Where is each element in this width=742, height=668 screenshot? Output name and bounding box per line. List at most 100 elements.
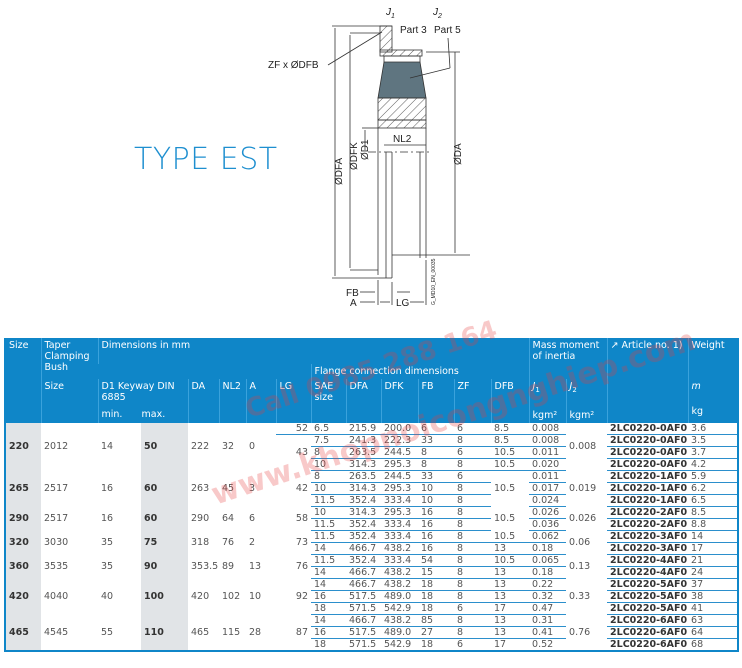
da-label: ØDA [453, 143, 464, 165]
cell-j2: 0.76 [569, 626, 591, 638]
cell-nl2: 45 [222, 482, 235, 494]
cell-weight: 8.5 [688, 506, 739, 519]
cell-fb: 18 [418, 602, 454, 615]
cell-sae: 18 [311, 602, 346, 615]
coupling-drawing: J1 J2 Part 3 Part 5 ZF x ØDFB NL2 ØDFA Ø… [268, 7, 470, 309]
cell-fb: 18 [418, 578, 454, 591]
cell-d1-min: 35 [101, 536, 114, 548]
cell-j1: 0.036 [529, 518, 567, 531]
cell-j1: 0.011 [529, 470, 567, 483]
d1-min: min. [101, 409, 123, 420]
cell-da: 318 [191, 536, 210, 548]
cell-j1: 0.47 [529, 602, 567, 615]
cell-j1: 0.22 [529, 578, 567, 591]
dfk-label: ØDFK [349, 142, 360, 170]
col-da: DA [187, 379, 219, 423]
cell-dfk: 333.4 [381, 530, 418, 543]
cell-d1-min: 16 [101, 512, 114, 524]
cell-j1: 0.065 [529, 554, 567, 567]
cell-j2: 0.008 [569, 441, 597, 453]
cell-zf: 8 [454, 458, 491, 471]
cell-sae: 11.5 [311, 554, 346, 567]
cell-zf: 8 [454, 626, 491, 639]
d1-max: max. [141, 409, 166, 420]
cell-size: 290 [5, 506, 41, 531]
cell-article: 2LC0220-4AF0 [607, 566, 689, 579]
lg-label: LG [396, 298, 410, 309]
fb-label: FB [346, 288, 359, 299]
cell-zf: 8 [454, 566, 491, 579]
cell-weight: 68 [688, 638, 739, 652]
drawing-code: G_MD10_EN_00035 [431, 258, 437, 305]
cell-dfb: 13 [491, 578, 530, 591]
weight-symbol: m [691, 381, 701, 392]
cell-d1-max: 75 [141, 530, 188, 555]
cell-dfa: 263.5 [346, 470, 381, 483]
cell-lg: 58 [295, 512, 308, 524]
cell-dfa: 314.3 [346, 482, 381, 495]
cell-d1-min: 55 [101, 626, 114, 638]
cell-j1: 0.52 [529, 638, 567, 652]
cell-fb: 10 [418, 482, 454, 495]
cell-j1: 0.31 [529, 614, 567, 627]
cell-article: 2LC0220-5AF0 [607, 578, 689, 591]
cell-weight: 21 [688, 554, 739, 567]
cell-weight: 4.2 [688, 458, 739, 471]
cell-size: 360 [5, 554, 41, 579]
cell-nl2: 76 [222, 536, 235, 548]
cell-bush: 2517 [44, 482, 69, 494]
cell-zf: 8 [454, 614, 491, 627]
cell-nl2: 64 [222, 512, 235, 524]
cell-sae: 8 [311, 446, 346, 459]
cell-sae: 10 [311, 482, 346, 495]
cell-d1-min: 14 [101, 441, 114, 453]
cell-lg: 76 [295, 560, 308, 572]
col-bush-size: Size [40, 379, 98, 423]
cell-fb: 16 [418, 518, 454, 531]
cell-article: 2LC0220-2AF0 [607, 518, 689, 531]
cell-article: 2LC0220-0AF0 [607, 434, 689, 447]
col-nl2: NL2 [218, 379, 246, 423]
cell-zf: 8 [454, 542, 491, 555]
dfa-label: ØDFA [334, 157, 345, 185]
cell-sae: 10 [311, 458, 346, 471]
cell-j1: 0.017 [529, 482, 567, 495]
cell-dfk: 489.0 [381, 626, 418, 639]
cell-dfa: 466.7 [346, 542, 381, 555]
cell-zf: 8 [454, 494, 491, 507]
cell-da: 465 [191, 626, 210, 638]
cell-dfa: 314.3 [346, 506, 381, 519]
cell-dfk: 542.9 [381, 602, 418, 615]
cell-article: 2LC0220-1AF0 [607, 482, 689, 495]
cell-j2: 0.06 [569, 536, 591, 548]
cell-dfb: 10.5 [491, 458, 530, 471]
cell-article: 2LC0220-6AF0 [607, 614, 689, 627]
cell-sae: 16 [311, 626, 346, 639]
cell-j2: 0.026 [569, 512, 597, 524]
d1-label: ØD1 [360, 139, 371, 160]
weight-unit: kg [691, 406, 704, 417]
col-mass: Mass moment of inertia [528, 338, 608, 379]
cell-sae: 16 [311, 590, 346, 603]
cell-nl2: 115 [222, 626, 241, 638]
cell-dfa: 263.5 [346, 446, 381, 459]
cell-d1-max: 60 [141, 506, 188, 531]
cell-zf: 8 [454, 434, 491, 447]
cell-sae: 11.5 [311, 518, 346, 531]
cell-a: 6 [249, 512, 256, 524]
cell-bush: 4040 [44, 590, 69, 602]
cell-d1-max: 50 [141, 422, 188, 471]
cell-weight: 24 [688, 566, 739, 579]
cell-dfb: 13 [491, 566, 530, 579]
unit-j1: kgm² [532, 409, 558, 421]
cell-dfk: 438.2 [381, 542, 418, 555]
